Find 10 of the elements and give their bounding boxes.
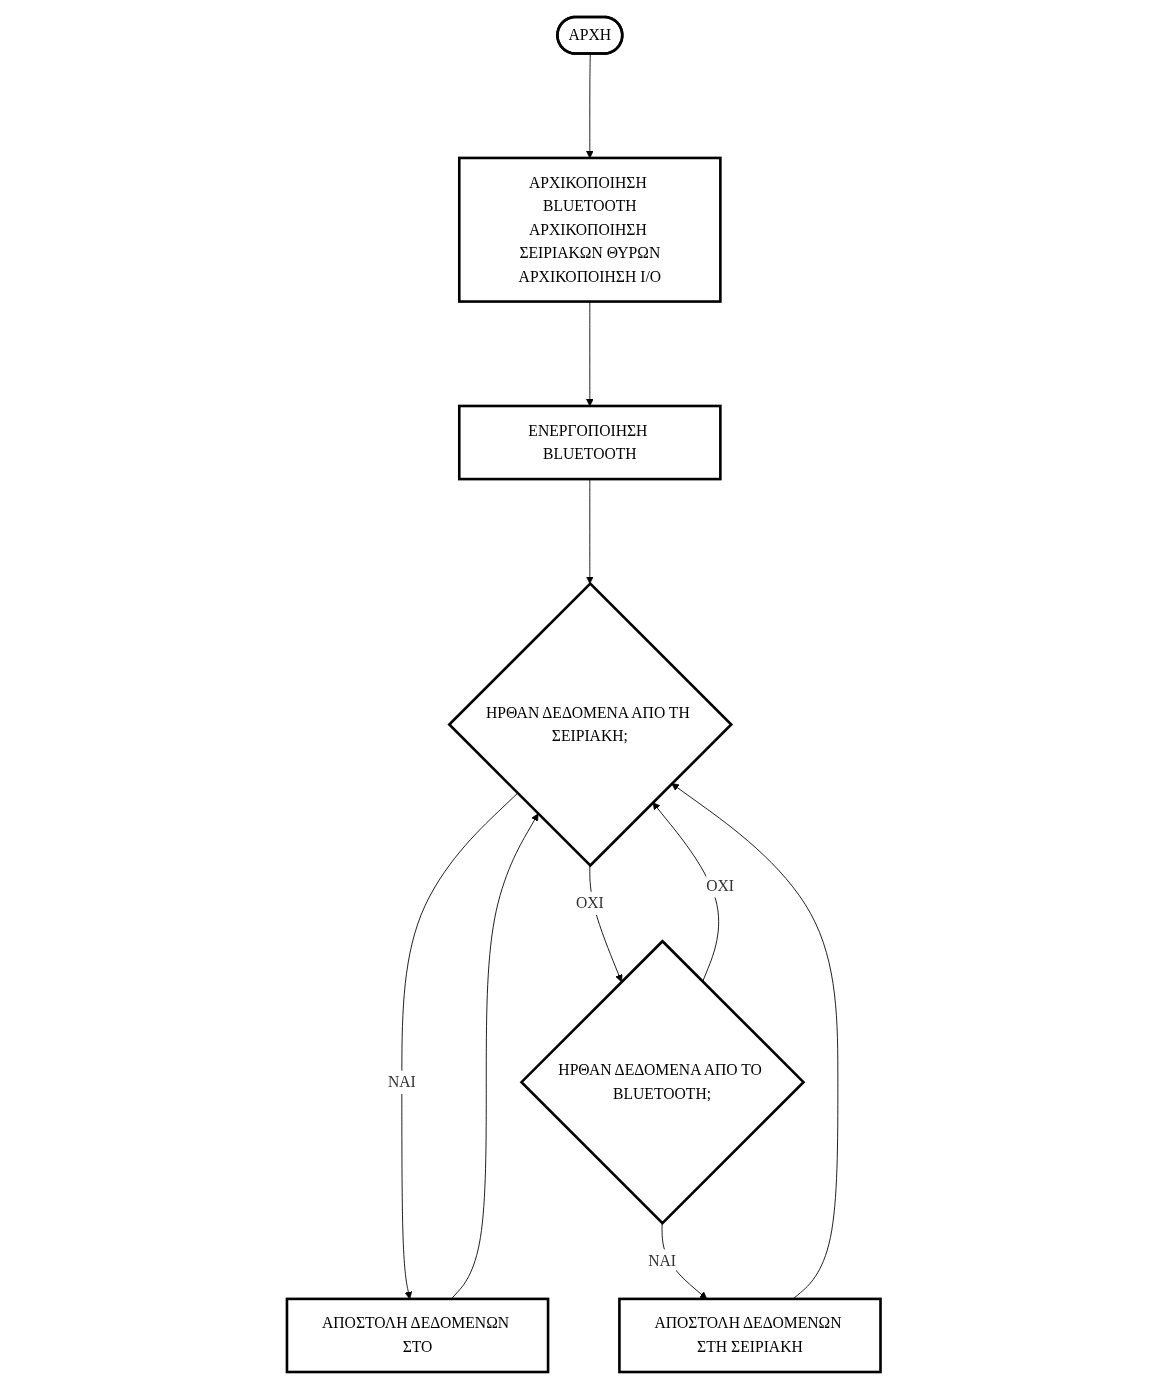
node-box: ΑΠΟΣΤΟΛΗ ΔΕΔΟΜΕΝΩΝ ΣΤΗ ΣΕΙΡΙΑΚΗ bbox=[618, 1297, 883, 1374]
edge-label: ΝΑΙ bbox=[648, 1251, 677, 1270]
edge-label: ΝΑΙ bbox=[388, 1073, 417, 1091]
node-diamond: ΗΡΘΑΝ ΔΕΔΟΜΕΝΑ ΑΠΟ ΤΗ ΣΕΙΡΙΑΚΗ; bbox=[447, 581, 734, 868]
node-box: ΕΝΕΡΓΟΠΟΙΗΣΗ BLUETOOTH bbox=[458, 404, 722, 481]
edge-label: ΟΧΙ bbox=[706, 876, 735, 895]
node-diamond: ΗΡΘΑΝ ΔΕΔΟΜΕΝΑ ΑΠΟ ΤΟ BLUETOOTH; bbox=[519, 939, 806, 1226]
edge-label: ΟΧΙ bbox=[576, 894, 605, 912]
node-box: ΑΡΧΙΚΟΠΟΙΗΣΗ BLUETOOTH ΑΡΧΙΚΟΠΟΙΗΣΗ ΣΕΙΡΙΑΚΩΝ ΘΥΡΩΝ ΑΡΧΙΚΟΠΟΙΗΣΗ I/O bbox=[458, 156, 722, 303]
node-box: ΑΠΟΣΤΟΛΗ ΔΕΔΟΜΕΝΩΝ ΣΤΟ bbox=[285, 1297, 550, 1374]
